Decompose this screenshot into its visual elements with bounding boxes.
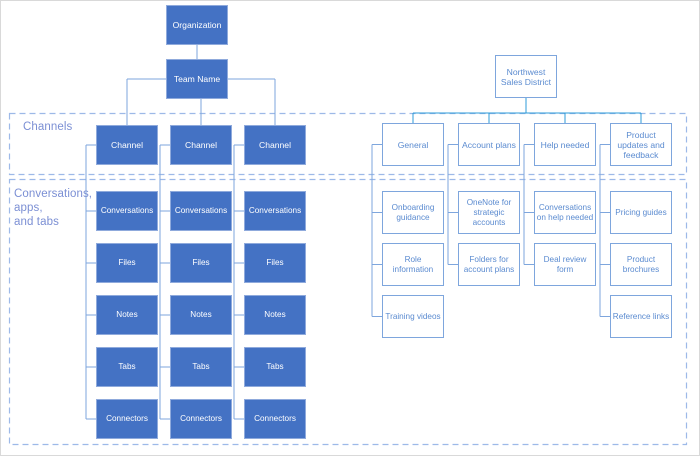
- node-label: Channel: [184, 140, 217, 150]
- node-label: Channel: [110, 140, 143, 150]
- product-updates-items-box-3[interactable]: Reference links: [610, 295, 672, 338]
- node-label: Northwest Sales District: [500, 66, 552, 87]
- band-label-conversations: Conversations, apps, and tabs: [14, 188, 93, 228]
- node-label: Product brochures: [622, 254, 660, 274]
- node-label: Notes: [190, 310, 212, 319]
- band-outline-0: [8, 112, 688, 176]
- account-plans-items-box-2[interactable]: Folders for account plans: [458, 243, 520, 286]
- node-label: Conversations: [174, 206, 228, 215]
- channel-2-items-box-3[interactable]: Notes: [170, 295, 232, 335]
- node-label: OneNote for strategic accounts: [466, 197, 512, 227]
- node-label: Folders for account plans: [463, 254, 515, 274]
- channel-1-items-box-4[interactable]: Tabs: [96, 347, 158, 387]
- channel-1-items-box-5[interactable]: Connectors: [96, 399, 158, 439]
- northwest-sales-district-box[interactable]: Northwest Sales District: [495, 55, 557, 98]
- node-label: Conversations on help needed: [536, 202, 594, 222]
- nw-channel-box-2[interactable]: Account plans: [458, 123, 520, 166]
- general-items-box-3[interactable]: Training videos: [382, 295, 444, 338]
- product-updates-items-box-1[interactable]: Pricing guides: [610, 191, 672, 234]
- channel-1-items-box-3[interactable]: Notes: [96, 295, 158, 335]
- node-label: Connectors: [254, 414, 296, 423]
- channel-3-items-box-1[interactable]: Conversations: [244, 191, 306, 231]
- node-label: Notes: [264, 310, 286, 319]
- node-label: Files: [118, 258, 136, 267]
- node-label: Onboarding guidance: [391, 202, 435, 222]
- node-label: Role information: [392, 254, 434, 274]
- channel-3-items-box-5[interactable]: Connectors: [244, 399, 306, 439]
- node-label: Tabs: [192, 362, 210, 371]
- node-label: Tabs: [266, 362, 284, 371]
- channel-1-items-box-2[interactable]: Files: [96, 243, 158, 283]
- channel-box-3[interactable]: Channel: [244, 125, 306, 165]
- node-label: Conversations: [248, 206, 302, 215]
- node-label: Conversations: [100, 206, 154, 215]
- node-label: Tabs: [118, 362, 136, 371]
- team-name-box[interactable]: Team Name: [166, 59, 228, 99]
- channel-box-2[interactable]: Channel: [170, 125, 232, 165]
- node-label: Reference links: [612, 311, 670, 321]
- node-label: Product updates and feedback: [617, 129, 665, 160]
- node-label: Organization: [172, 20, 222, 30]
- channel-3-items-box-4[interactable]: Tabs: [244, 347, 306, 387]
- general-items-box-2[interactable]: Role information: [382, 243, 444, 286]
- channel-1-items-box-1[interactable]: Conversations: [96, 191, 158, 231]
- org-box[interactable]: Organization: [166, 5, 228, 45]
- node-label: Files: [266, 258, 284, 267]
- nw-channel-box-4[interactable]: Product updates and feedback: [610, 123, 672, 166]
- node-label: General: [397, 139, 429, 150]
- node-label: Deal review form: [543, 254, 587, 274]
- band-label-channels: Channels: [23, 121, 73, 133]
- general-items-box-1[interactable]: Onboarding guidance: [382, 191, 444, 234]
- channel-3-items-box-2[interactable]: Files: [244, 243, 306, 283]
- node-label: Pricing guides: [615, 207, 667, 217]
- nw-channel-box-3[interactable]: Help needed: [534, 123, 596, 166]
- node-label: Notes: [116, 310, 138, 319]
- help-needed-items-box-2[interactable]: Deal review form: [534, 243, 596, 286]
- node-label: Connectors: [106, 414, 148, 423]
- node-label: Connectors: [180, 414, 222, 423]
- product-updates-items-box-2[interactable]: Product brochures: [610, 243, 672, 286]
- channel-2-items-box-5[interactable]: Connectors: [170, 399, 232, 439]
- channel-2-items-box-2[interactable]: Files: [170, 243, 232, 283]
- node-label: Help needed: [540, 139, 590, 150]
- node-label: Files: [192, 258, 210, 267]
- node-label: Team Name: [173, 74, 221, 84]
- channel-2-items-box-1[interactable]: Conversations: [170, 191, 232, 231]
- channel-3-items-box-3[interactable]: Notes: [244, 295, 306, 335]
- channel-2-items-box-4[interactable]: Tabs: [170, 347, 232, 387]
- account-plans-items-box-1[interactable]: OneNote for strategic accounts: [458, 191, 520, 234]
- node-label: Training videos: [385, 311, 441, 321]
- nw-channel-box-1[interactable]: General: [382, 123, 444, 166]
- help-needed-items-box-1[interactable]: Conversations on help needed: [534, 191, 596, 234]
- node-label: Account plans: [462, 139, 516, 150]
- node-label: Channel: [258, 140, 291, 150]
- channel-box-1[interactable]: Channel: [96, 125, 158, 165]
- band-outline-1: [8, 178, 688, 446]
